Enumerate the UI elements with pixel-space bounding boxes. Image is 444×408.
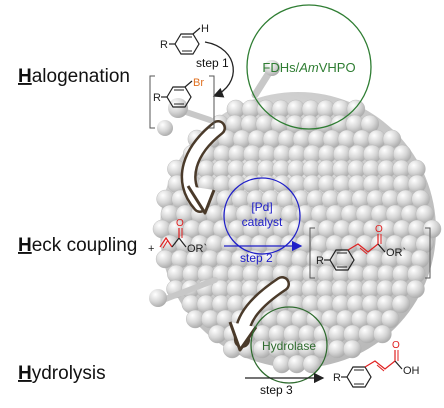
step-rest: ydrolysis bbox=[32, 363, 106, 384]
r-group-label: R bbox=[153, 92, 161, 104]
arene-structure: R H bbox=[160, 23, 209, 55]
micelle-bead bbox=[406, 279, 425, 299]
ester-label: OR` bbox=[386, 247, 406, 259]
pd-label: [Pd] bbox=[251, 200, 272, 214]
hydrolase-circle: Hydrolase bbox=[250, 306, 328, 384]
step-label-heck-coupling: Heck coupling bbox=[18, 235, 137, 256]
bromoarene-structure: R Br bbox=[149, 75, 215, 129]
svg-text:FDHs/AmVHPO: FDHs/AmVHPO bbox=[262, 60, 355, 75]
hydroxyl-label: OH bbox=[403, 365, 420, 377]
step-initial: H bbox=[18, 363, 32, 384]
bromine-label: Br bbox=[193, 77, 204, 89]
svg-text:Hydrolysis: Hydrolysis bbox=[18, 363, 106, 384]
step-initial: H bbox=[18, 235, 32, 256]
fdh-suffix: VHPO bbox=[319, 60, 356, 75]
micelle-bead bbox=[422, 219, 442, 239]
micelle-bead bbox=[391, 294, 411, 314]
fdh-prefix: FDHs/ bbox=[262, 60, 299, 75]
carbonyl-oxygen-label: O bbox=[176, 218, 184, 229]
step1-label: step 1 bbox=[196, 56, 229, 70]
r-group-label: R bbox=[316, 255, 324, 267]
h-atom-label: H bbox=[201, 23, 209, 35]
cinnamic-acid-structure: R O OH bbox=[333, 340, 420, 388]
carbonyl-oxygen-label: O bbox=[375, 224, 383, 235]
pd-catalyst-circle: [Pd] catalyst bbox=[223, 177, 301, 255]
curved-arrow-upper bbox=[180, 120, 226, 215]
step-label-halogenation: Halogenation bbox=[18, 66, 130, 87]
step-rest: alogenation bbox=[32, 66, 130, 87]
curved-arrow-lower bbox=[228, 276, 290, 352]
plus-sign: + bbox=[148, 243, 154, 255]
step-label-hydrolysis: Hydrolysis bbox=[18, 363, 106, 384]
hydrolase-label: Hydrolase bbox=[262, 339, 316, 353]
step2-label: step 2 bbox=[240, 251, 273, 265]
micelle-bead bbox=[415, 204, 435, 224]
svg-text:Heck coupling: Heck coupling bbox=[18, 235, 137, 256]
micelle-bead bbox=[360, 114, 379, 134]
fdh-italic: Am bbox=[298, 60, 319, 75]
micelle-bead bbox=[302, 354, 321, 374]
step-initial: H bbox=[18, 66, 32, 87]
micelle-bead bbox=[373, 324, 392, 344]
ester-label: OR` bbox=[187, 243, 207, 255]
cinnamate-ester-structure: R O OR` bbox=[309, 224, 431, 279]
step1-arrow bbox=[204, 41, 234, 98]
fdh-enzyme-circle: FDHs/AmVHPO bbox=[246, 4, 372, 130]
svg-text:Halogenation: Halogenation bbox=[18, 66, 130, 87]
r-group-label: R bbox=[160, 39, 168, 51]
micelle-sphere bbox=[149, 60, 442, 374]
step-rest: eck coupling bbox=[32, 235, 138, 256]
catalyst-label: catalyst bbox=[242, 215, 283, 229]
step3-label: step 3 bbox=[260, 383, 293, 397]
micelle-bead bbox=[381, 309, 400, 329]
micelle-bead bbox=[343, 339, 362, 359]
carbonyl-oxygen-label: O bbox=[392, 340, 400, 351]
acrylate-structure: + O OR` bbox=[148, 218, 207, 255]
r-group-label: R bbox=[333, 372, 341, 384]
